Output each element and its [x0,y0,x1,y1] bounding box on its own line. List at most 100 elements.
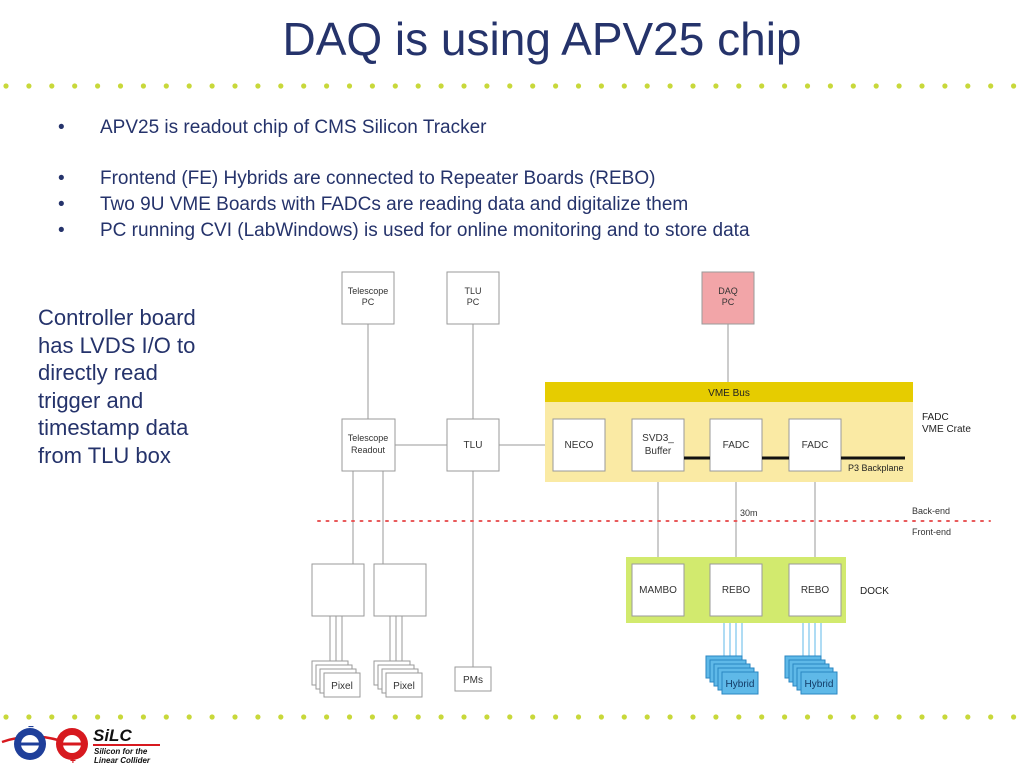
divider-dot [484,714,490,720]
tlu-pc-label: PC [467,297,480,307]
divider-dot [621,714,627,720]
daq-pc-label: DAQ [718,286,738,296]
divider-dot [1011,714,1017,720]
telescope-plane-box [373,563,427,617]
hybrid-cables [723,616,822,662]
p3-backplane-label: P3 Backplane [848,463,904,473]
divider-dot [163,714,169,720]
side-note-line: from TLU box [38,442,171,468]
divider-dot [438,83,444,89]
divider-dot [827,714,834,720]
logo-name: SiLC [93,726,132,745]
bullet-item: • Frontend (FE) Hybrids are connected to … [58,167,750,193]
divider-dot [438,714,444,720]
divider-dot [324,714,330,720]
divider-dot [209,83,215,89]
tlu-pc-box [446,271,500,325]
side-note: Controller board has LVDS I/O to directl… [38,304,238,469]
bullet-marker: • [58,168,65,189]
divider-dot [713,83,719,89]
divider-dot [209,714,215,720]
divider-dot [850,714,856,720]
divider-dot [278,714,284,720]
divider-dot [255,83,261,89]
fadc-box [709,418,763,472]
divider-dot [804,83,811,89]
side-note-line: has LVDS I/O to [38,332,196,358]
divider-dot [873,83,879,89]
divider-dot [278,83,284,89]
divider-dot [461,83,467,89]
divider-dot [553,83,559,89]
divider-dot [644,83,650,89]
divider-dot [530,83,536,89]
divider-dot [713,714,719,720]
hybrid-stacks: Hybrid Hybrid [705,655,838,695]
divider-dot [26,714,32,720]
divider-dot [598,714,605,720]
divider-dot [736,714,742,720]
fadc-label: FADC [723,440,750,451]
divider-dot [736,83,742,89]
divider-dot [232,714,238,720]
divider-dot [988,83,994,89]
divider-dot [667,714,673,720]
divider-dot [575,83,582,89]
svd3-buffer-box [631,418,685,472]
divider-dot [140,83,146,89]
divider-dot [415,83,421,89]
divider-dot [850,83,856,89]
divider-dot [804,714,811,720]
bullet-marker: • [58,220,65,241]
cable-length-label: 30m [740,508,758,518]
bullet-marker: • [58,194,65,215]
fadc-crate-label: VME Crate [922,424,971,435]
fadc-label: FADC [802,440,829,451]
divider-dot [369,714,375,720]
telescope-pc-label: Telescope [348,286,389,296]
divider-dot [324,83,330,89]
pms-label: PMs [463,675,483,686]
telescope-pc-box [341,271,395,325]
vme-bus-label: VME Bus [708,388,750,399]
divider-dot [3,714,9,720]
bullet-item: • PC running CVI (LabWindows) is used for… [58,219,750,245]
bullet-text: PC running CVI (LabWindows) is used for … [100,220,750,241]
divider-dot [827,83,834,89]
telescope-pc-label: PC [362,297,375,307]
side-note-line: directly read [38,360,158,385]
divider-dot [896,83,902,89]
back-end-label: Back-end [912,506,950,516]
divider-dot [301,714,307,720]
divider-dot [507,83,513,89]
top-dotted-divider [3,83,1017,89]
divider-dot [965,714,971,720]
bullet-list: •APV25 is readout chip of CMS Silicon Tr… [58,116,750,245]
divider-dot [186,83,192,89]
hybrid-board [800,671,838,695]
divider-dot [919,83,925,89]
divider-dot [3,83,9,89]
bullet-text: Frontend (FE) Hybrids are connected to R… [100,168,656,189]
divider-dot [461,714,467,720]
rebo-label: REBO [801,585,830,596]
divider-dot [392,83,398,89]
fadc-box [788,418,842,472]
rebo-box [709,563,763,617]
divider-dot [346,83,353,89]
connection-lines [329,324,816,672]
divider-dot [255,714,261,720]
hybrid-label: Hybrid [726,679,755,690]
telescope-plane-box [311,563,365,617]
divider-dot [759,714,765,720]
silc-logo: − + SiLC Silicon for the Linear Collider [1,722,160,767]
hybrid-label: Hybrid [805,679,834,690]
telescope-readout-label: Readout [351,445,386,455]
divider-dot [163,83,169,89]
divider-dot [644,714,650,720]
mambo-label: MAMBO [639,585,677,596]
divider-dot [392,714,398,720]
divider-dot [759,83,765,89]
